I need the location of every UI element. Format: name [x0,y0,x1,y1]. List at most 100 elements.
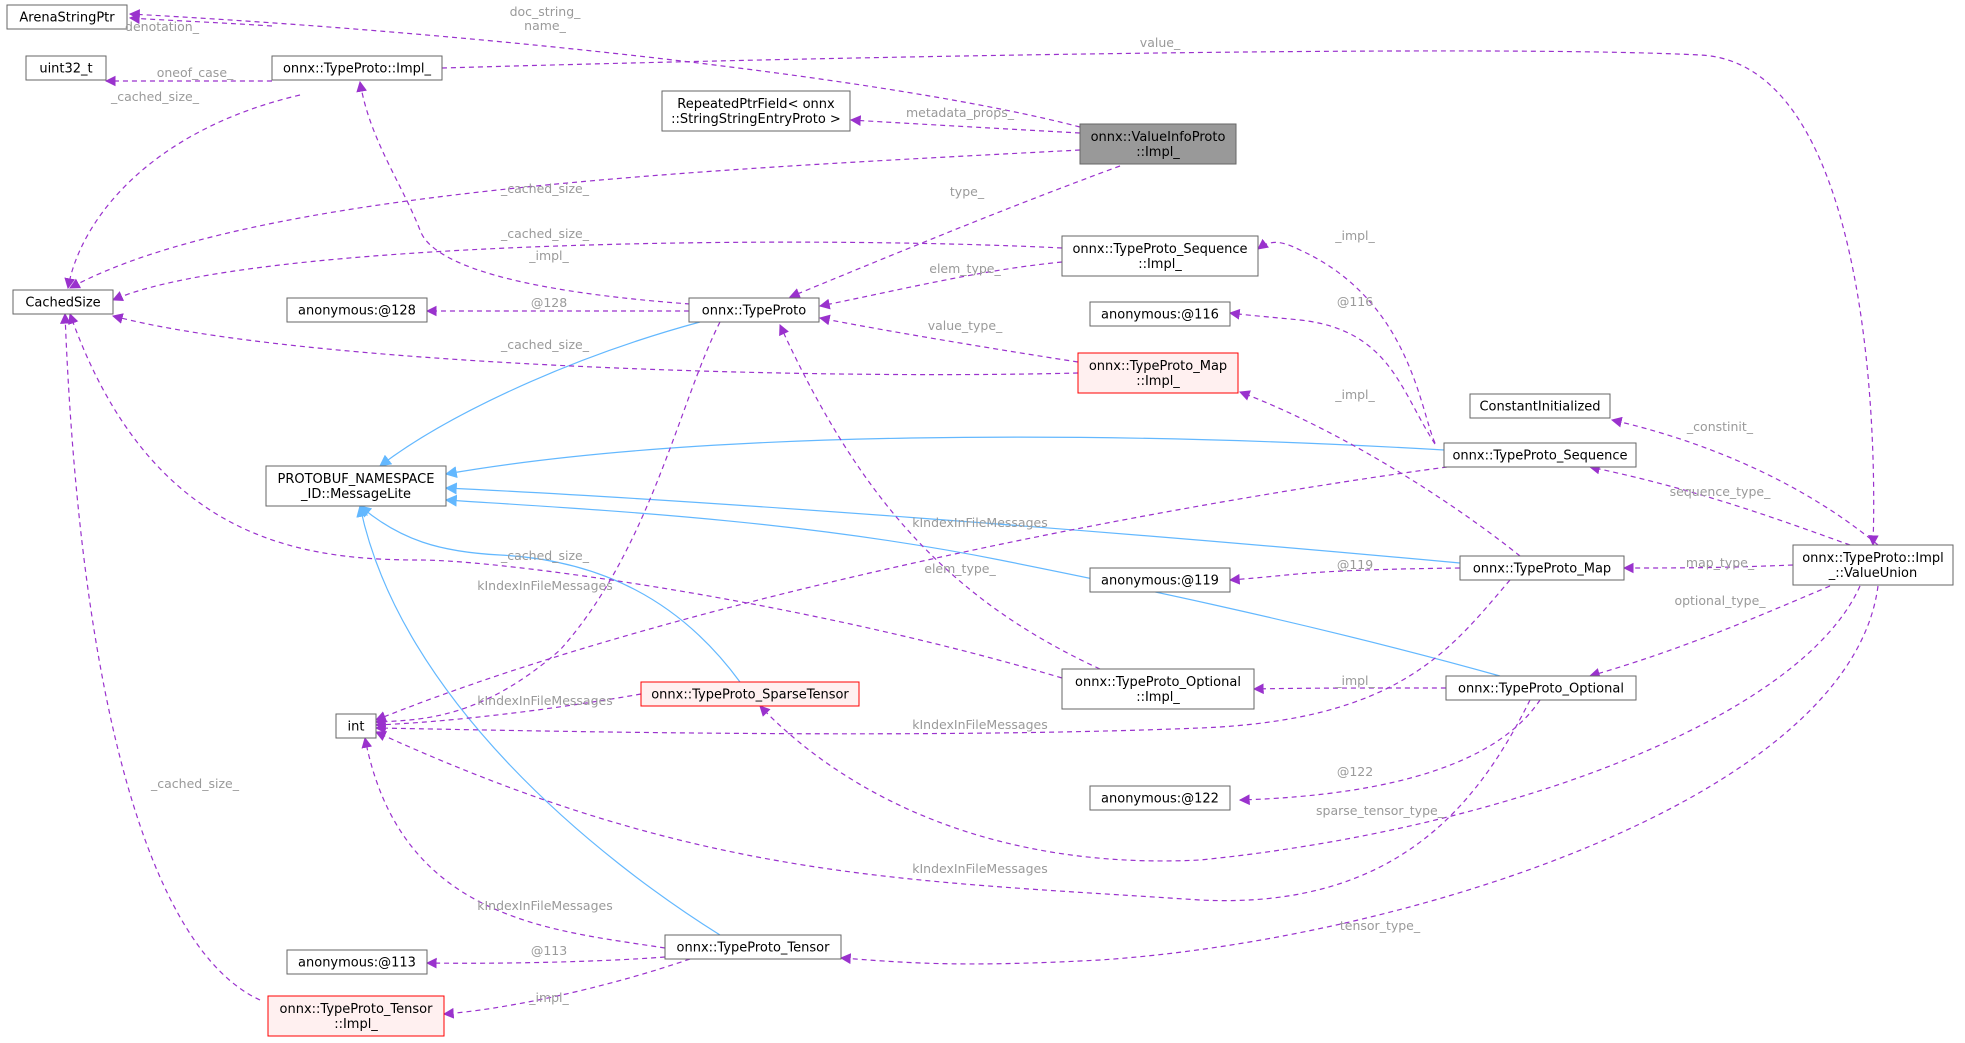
node-label: ::StringStringEntryProto > [671,112,841,127]
usage-edge-value [441,50,1879,547]
edge-label-cached_size_opt_impl: _cached_size_ [500,548,590,563]
edge-label-cached_size_vi: _cached_size_ [500,181,590,196]
node-map[interactable]: onnx::TypeProto_Map [1459,555,1625,581]
node-label: ::Impl_ [1136,145,1180,160]
node-anon119[interactable]: anonymous:@119 [1089,567,1231,593]
usage-edge-cached_size_seq_impl [112,241,1063,302]
edge-label-value: value_ [1140,35,1181,50]
usage-edge-at113 [425,956,666,969]
node-label: _::ValueUnion [1828,566,1918,581]
usage-edge-denotation [128,13,273,27]
node-label: _ID::MessageLite [300,487,411,502]
node-label: onnx::TypeProto_Tensor [280,1002,434,1017]
edge-label-type: type_ [950,184,985,199]
edge-label-cached_size_tp_impl: _cached_size_ [110,89,200,104]
node-label: ::Impl_ [334,1017,378,1032]
node-map-impl[interactable]: onnx::TypeProto_Map::Impl_ [1077,352,1239,394]
node-label: anonymous:@128 [298,304,416,319]
edge-label-kifm_opt: kIndexInFileMessages [912,861,1047,876]
edge-label-kifm_seq: kIndexInFileMessages [912,515,1047,530]
node-label: uint32_t [39,62,92,77]
usage-edge-impl_seq [1257,238,1436,444]
edges-layer [59,9,1879,1019]
node-typeproto-impl[interactable]: onnx::TypeProto::Impl_ [271,55,443,81]
usage-edge-map_type [1622,562,1794,574]
node-label: anonymous:@116 [1101,308,1219,323]
edge-label-impl_tp: _impl_ [528,248,569,263]
node-label: onnx::ValueInfoProto [1091,130,1226,145]
edge-label-doc_string: name_ [524,18,566,33]
node-label: onnx::TypeProto_Sequence [1072,242,1247,257]
edge-label-kifm_tensor: kIndexInFileMessages [477,898,612,913]
node-label: anonymous:@122 [1101,792,1219,807]
usage-edge-sparse_tensor_type [759,585,1861,862]
edge-label-sequence_type: sequence_type_ [1670,484,1771,499]
node-label: int [348,720,365,735]
usage-edge-impl_tp [356,80,691,305]
edge-label-metadata_props: metadata_props_ [906,105,1015,120]
edge-label-cached_size_seq_impl: _cached_size_ [500,226,590,241]
edge-label-constinit: _constinit_ [1686,419,1754,434]
node-constinit[interactable]: ConstantInitialized [1469,393,1611,419]
node-valueunion[interactable]: onnx::TypeProto::Impl_::ValueUnion [1792,544,1954,586]
usage-edge-cached_size_opt_impl [68,312,1063,679]
inheritance-edge-2 [444,482,1461,564]
inheritance-edge-0 [379,321,701,467]
edge-label-doc_string: doc_string_ [510,4,582,19]
node-anon113[interactable]: anonymous:@113 [286,949,428,975]
node-opt-impl[interactable]: onnx::TypeProto_Optional::Impl_ [1061,668,1255,710]
node-sparse[interactable]: onnx::TypeProto_SparseTensor [640,681,860,707]
edge-label-cached_size_map_impl: _cached_size_ [500,337,590,352]
node-tensor-impl[interactable]: onnx::TypeProto_Tensor::Impl_ [267,995,445,1037]
usage-edge-doc_string [128,9,1081,128]
edge-label-sparse_tensor_type: sparse_tensor_type_ [1316,803,1445,818]
node-sequence[interactable]: onnx::TypeProto_Sequence [1443,442,1637,468]
edge-label-kifm_tp: kIndexInFileMessages [477,578,612,593]
node-optional[interactable]: onnx::TypeProto_Optional [1445,675,1637,701]
node-uint32[interactable]: uint32_t [25,55,107,81]
node-messagelite[interactable]: PROTOBUF_NAMESPACE_ID::MessageLite [265,465,447,507]
node-label: CachedSize [25,296,100,311]
usage-edge-constinit [1610,416,1879,546]
node-tensor[interactable]: onnx::TypeProto_Tensor [664,934,842,960]
edge-label-at116: @116 [1337,294,1373,309]
node-typeproto[interactable]: onnx::TypeProto [688,297,820,323]
edge-label-elem_type_opt: elem_type_ [924,561,996,576]
edge-label-elem_type_seq: elem_type_ [929,261,1001,276]
node-int[interactable]: int [335,713,377,739]
node-label: onnx::TypeProto::Impl [1802,551,1944,566]
node-label: ::Impl_ [1136,374,1180,389]
node-label: PROTOBUF_NAMESPACE [278,472,435,487]
edge-label-map_type: map_type_ [1686,555,1755,570]
node-anon122[interactable]: anonymous:@122 [1089,785,1231,811]
node-label: ConstantInitialized [1479,400,1600,415]
usage-edge-at116 [1228,308,1436,445]
usage-edge-elem_type_seq [818,261,1063,310]
node-anon128[interactable]: anonymous:@128 [286,297,428,323]
edge-label-optional_type: optional_type_ [1674,593,1766,608]
node-label: ::Impl_ [1138,257,1182,272]
usage-edge-value_type [818,314,1079,363]
node-anon116[interactable]: anonymous:@116 [1089,301,1231,327]
node-seq-impl[interactable]: onnx::TypeProto_Sequence::Impl_ [1061,235,1259,277]
node-label: onnx::TypeProto_Sequence [1452,449,1627,464]
node-label: onnx::TypeProto_Optional [1458,682,1624,697]
usage-edge-kifm_tensor [361,736,666,949]
usage-edge-impl_tensor [442,958,691,1019]
node-arena[interactable]: ArenaStringPtr [6,4,128,30]
usage-edge-cached_size_vi [69,149,1081,289]
usage-edge-at122 [1238,699,1541,806]
node-repeated[interactable]: RepeatedPtrField< onnx::StringStringEntr… [661,90,851,132]
usage-edge-cached_size_tp_impl [64,94,301,290]
edge-label-at113: @113 [531,943,567,958]
usage-edge-kifm_map [374,579,1511,735]
node-cachedsize[interactable]: CachedSize [12,289,114,315]
node-valueinfo-impl[interactable]: onnx::ValueInfoProto::Impl_ [1079,123,1237,165]
usage-edge-at119 [1228,567,1461,585]
usage-edge-kifm_sparse [374,693,642,731]
usage-edge-metadata_props [849,115,1081,134]
node-label: onnx::TypeProto_Map [1473,562,1611,577]
usage-edge-tensor_type [839,585,1879,965]
